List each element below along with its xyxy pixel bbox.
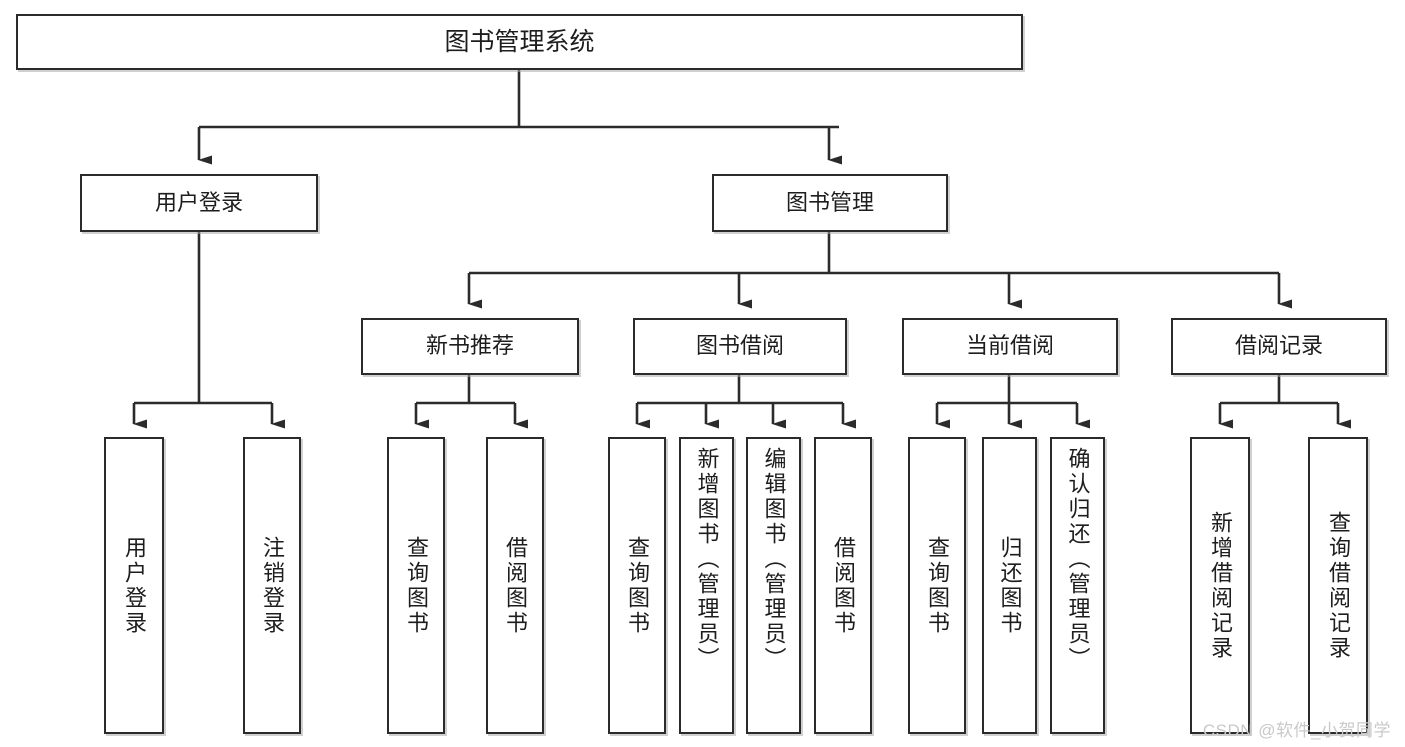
leaf-record-add-label: 新增借阅记录 <box>1208 510 1233 661</box>
leaf-borrow-edit-book-label: 编辑图书（管理员） <box>761 447 787 672</box>
leaf-user-logout-label: 注销登录 <box>260 535 285 636</box>
node-user-login[interactable]: 用户登录 <box>80 174 318 232</box>
node-borrow-record-label: 借阅记录 <box>1234 333 1323 359</box>
node-root-label: 图书管理系统 <box>444 28 595 56</box>
node-book-borrow[interactable]: 图书借阅 <box>633 318 847 375</box>
leaf-borrow-add-book[interactable]: 新增图书（管理员） <box>679 437 734 734</box>
leaf-new-book-query[interactable]: 查询图书 <box>387 437 445 734</box>
leaf-borrow-borrow-book-label: 借阅图书 <box>831 535 856 636</box>
node-current-borrow-label: 当前借阅 <box>965 333 1054 359</box>
leaf-new-book-borrow[interactable]: 借阅图书 <box>486 437 544 734</box>
leaf-current-return-book-label: 归还图书 <box>997 535 1023 636</box>
leaf-borrow-borrow-book[interactable]: 借阅图书 <box>814 437 872 734</box>
node-borrow-record[interactable]: 借阅记录 <box>1171 318 1387 375</box>
leaf-new-book-query-label: 查询图书 <box>404 535 429 636</box>
node-root-system[interactable]: 图书管理系统 <box>16 14 1023 70</box>
leaf-record-add[interactable]: 新增借阅记录 <box>1190 437 1250 734</box>
leaf-record-query-label: 查询借阅记录 <box>1326 510 1351 661</box>
leaf-current-query-book[interactable]: 查询图书 <box>908 437 966 734</box>
node-new-book-recommend-label: 新书推荐 <box>425 333 514 359</box>
leaf-current-query-book-label: 查询图书 <box>925 535 950 636</box>
node-new-book-recommend[interactable]: 新书推荐 <box>361 318 579 375</box>
node-book-management-label: 图书管理 <box>785 189 874 215</box>
leaf-borrow-add-book-label: 新增图书（管理员） <box>694 447 720 672</box>
leaf-borrow-edit-book[interactable]: 编辑图书（管理员） <box>746 437 801 734</box>
leaf-current-confirm-return-label: 确认归还（管理员） <box>1065 447 1091 672</box>
leaf-new-book-borrow-label: 借阅图书 <box>503 535 528 636</box>
leaf-borrow-query-book[interactable]: 查询图书 <box>608 437 666 734</box>
leaf-borrow-query-book-label: 查询图书 <box>625 535 650 636</box>
node-user-login-label: 用户登录 <box>154 189 243 215</box>
leaf-user-logout[interactable]: 注销登录 <box>243 437 301 734</box>
leaf-record-query[interactable]: 查询借阅记录 <box>1308 437 1368 734</box>
leaf-user-login-label: 用户登录 <box>122 535 147 636</box>
node-book-borrow-label: 图书借阅 <box>695 333 784 359</box>
node-current-borrow[interactable]: 当前借阅 <box>902 318 1118 375</box>
csdn-watermark: CSDN @软件_小贺同学 <box>1202 721 1391 740</box>
leaf-user-login[interactable]: 用户登录 <box>104 437 164 734</box>
leaf-current-confirm-return[interactable]: 确认归还（管理员） <box>1050 437 1105 734</box>
leaf-current-return-book[interactable]: 归还图书 <box>982 437 1037 734</box>
node-book-management[interactable]: 图书管理 <box>712 174 948 232</box>
